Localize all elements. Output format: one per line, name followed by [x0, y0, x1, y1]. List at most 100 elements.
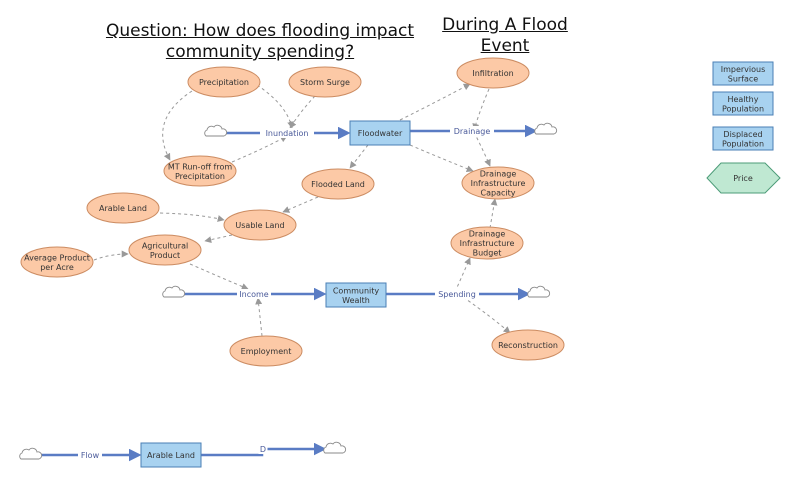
- variable-label: Infrastructure: [471, 179, 526, 188]
- cloud-icon: [19, 447, 43, 460]
- variable-label: Arable Land: [99, 204, 147, 213]
- variable-shape: [229, 335, 303, 367]
- variable-label: Drainage: [480, 170, 517, 179]
- influence-connector: [159, 212, 225, 222]
- influence-connector: [93, 250, 129, 261]
- flow-label: Drainage: [454, 127, 491, 136]
- stock-label: Displaced: [723, 130, 762, 139]
- variable-label: Infiltration: [472, 69, 513, 78]
- variable-label: Reconstruction: [498, 341, 558, 350]
- variable-label: Infrastructure: [460, 239, 515, 248]
- flow-label: Income: [239, 290, 269, 299]
- price-shape: [706, 162, 781, 194]
- question-title-line2: community spending?: [165, 42, 355, 62]
- stock-box: [140, 442, 202, 468]
- cloud-icon: [204, 124, 228, 137]
- variable-label: Agricultural: [142, 241, 188, 250]
- stock-arable-land-stock[interactable]: Arable Land: [140, 442, 202, 468]
- influence-connector: [256, 84, 295, 129]
- cloud-icon: [162, 285, 186, 298]
- influence-connector: [349, 144, 369, 169]
- stock-label: Healthy: [727, 95, 758, 104]
- variable-shape: [491, 329, 565, 361]
- flow-label: Flow: [81, 451, 100, 460]
- flow-spending[interactable]: Spending: [386, 287, 531, 301]
- influence-connector: [204, 234, 233, 244]
- stock-floodwater[interactable]: Floodwater: [349, 120, 411, 146]
- variable-label: Product: [150, 251, 180, 260]
- influence-connector: [462, 296, 511, 334]
- variable-shape: [301, 168, 375, 200]
- variable-shape: [223, 209, 297, 241]
- cloud-icon: [527, 285, 551, 298]
- price-node[interactable]: Price: [706, 162, 781, 194]
- variable-precipitation[interactable]: Precipitation: [187, 66, 261, 98]
- flow-label: Spending: [438, 290, 476, 299]
- variable-shape: [461, 166, 535, 200]
- event-title-line1: During A Flood: [442, 15, 568, 35]
- variable-label: Precipitation: [175, 172, 225, 181]
- variable-label: per Acre: [40, 263, 74, 272]
- price-label: Price: [733, 174, 753, 183]
- influence-connector: [189, 263, 249, 290]
- variable-shape: [456, 57, 530, 89]
- variable-label: Budget: [473, 249, 502, 258]
- influence-connector: [409, 144, 474, 172]
- flow-label-bg: [237, 289, 271, 299]
- flow-label-bg: [435, 289, 479, 299]
- influence-connector: [255, 297, 263, 337]
- variable-label: Drainage: [469, 230, 506, 239]
- variable-storm-surge[interactable]: Storm Surge: [288, 66, 362, 98]
- variable-label: Average Product: [24, 253, 90, 262]
- variable-infiltration[interactable]: Infiltration: [456, 57, 530, 89]
- variable-shape: [128, 234, 202, 266]
- variable-shape: [187, 66, 261, 98]
- influence-connector: [399, 83, 471, 121]
- cloud-icon: [323, 441, 347, 454]
- flow-label: D: [260, 445, 266, 454]
- question-title-line1: Question: How does flooding impact: [105, 21, 415, 41]
- variable-arable-land-var[interactable]: Arable Land: [86, 192, 160, 224]
- nodes: Precipitation Storm Surge Infiltration MT R…: [20, 57, 781, 468]
- flow-label-bg: [450, 126, 494, 136]
- variable-shape: [20, 246, 94, 278]
- variable-employment[interactable]: Employment: [229, 335, 303, 367]
- stock-label: Floodwater: [358, 129, 403, 138]
- flow-drainage[interactable]: Drainage: [410, 124, 538, 138]
- influence-connector: [454, 257, 471, 293]
- influence-connector: [472, 88, 490, 131]
- event-title-line2: Event: [480, 36, 530, 56]
- stock-box: [712, 61, 774, 86]
- flow-income[interactable]: Income: [183, 287, 327, 301]
- cloud-icon: [534, 122, 558, 135]
- stock-label: Wealth: [342, 296, 370, 305]
- flow-label-bg: [260, 128, 314, 138]
- stock-label: Population: [722, 139, 764, 148]
- stock-box: [712, 91, 774, 116]
- flow-d[interactable]: D: [201, 442, 327, 457]
- stock-box: [349, 120, 411, 146]
- flow-inundation[interactable]: Inundation: [224, 126, 351, 140]
- stock-label: Community: [333, 286, 380, 295]
- stock-label: Surface: [728, 74, 759, 83]
- variable-usable-land[interactable]: Usable Land: [223, 209, 297, 241]
- variable-flooded-land[interactable]: Flooded Land: [301, 168, 375, 200]
- stock-box: [325, 282, 387, 308]
- stock-label: Impervious: [721, 65, 766, 74]
- flow-label: Inundation: [266, 129, 309, 138]
- flow-flow[interactable]: Flow: [38, 448, 142, 462]
- influence-connector: [282, 196, 319, 213]
- variable-reconstruction[interactable]: Reconstruction: [491, 329, 565, 361]
- variable-label: Flooded Land: [311, 180, 365, 189]
- variable-label: Usable Land: [235, 221, 284, 230]
